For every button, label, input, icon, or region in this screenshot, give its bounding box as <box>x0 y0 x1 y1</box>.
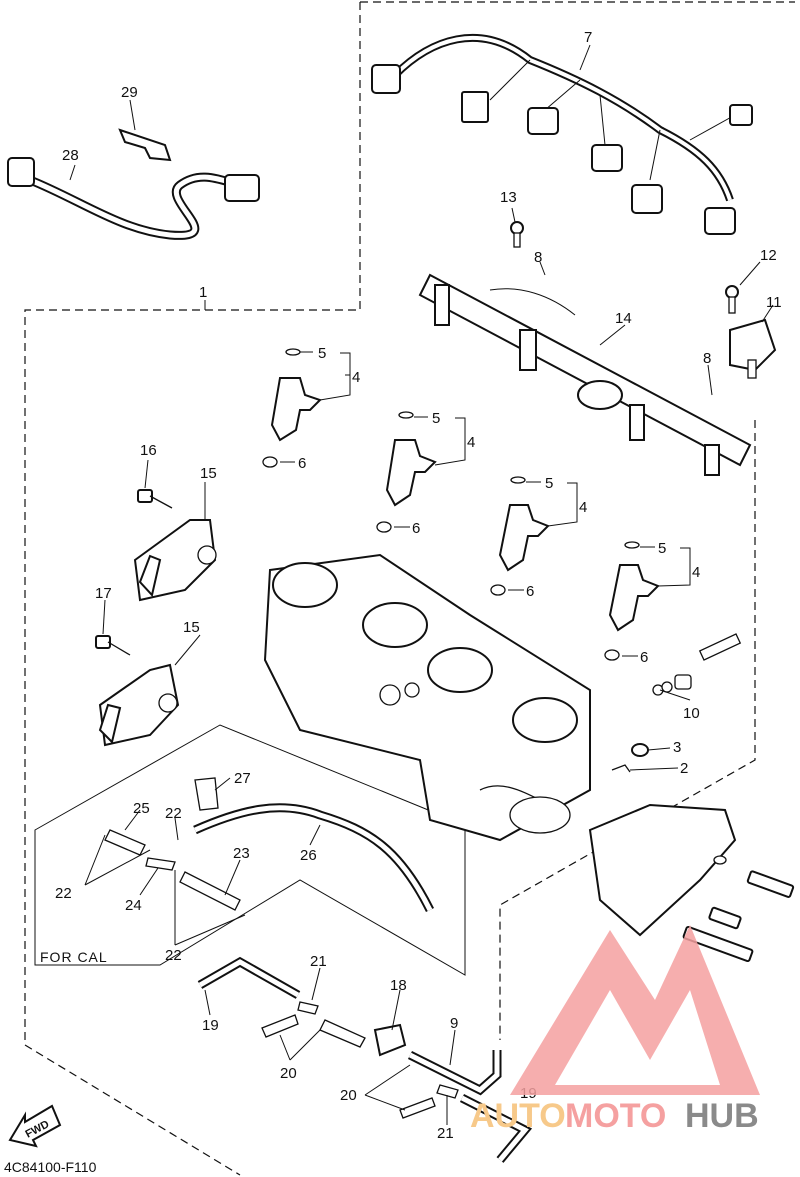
joint-21a <box>297 1001 319 1015</box>
fuel-rail-14 <box>418 273 752 476</box>
injector-4a <box>262 348 322 468</box>
diagram-code: 4C84100-F110 <box>4 1159 97 1175</box>
callout-9: 9 <box>450 1015 458 1032</box>
hose-26 <box>193 803 435 913</box>
callout-22b: 22 <box>165 805 182 822</box>
callout-5b: 5 <box>432 410 440 427</box>
bolt-long-b <box>682 925 754 963</box>
callout-7: 7 <box>584 29 592 46</box>
bolt-short <box>708 906 742 930</box>
leader-lines <box>69 44 774 1125</box>
clip-2 <box>611 764 631 773</box>
screw-16 <box>137 489 173 509</box>
callout-15a: 15 <box>200 465 217 482</box>
sensor-15a <box>133 519 217 602</box>
callout-6a: 6 <box>298 455 306 472</box>
hose-25 <box>104 829 146 856</box>
for-cal-box: FOR CAL <box>34 724 466 976</box>
callout-16: 16 <box>140 442 157 459</box>
callout-8b: 8 <box>703 350 711 367</box>
wire-harness-7 <box>371 33 753 235</box>
watermark-logo-mark <box>510 925 760 1095</box>
callout-21a: 21 <box>310 953 327 970</box>
watermark-text-auto: AUTO <box>470 1097 566 1135</box>
hose-20a <box>261 1014 366 1048</box>
callout-8a: 8 <box>534 249 542 266</box>
callout-5c: 5 <box>545 475 553 492</box>
injector-4b <box>376 411 437 533</box>
callout-20b: 20 <box>340 1087 357 1104</box>
callouts: 1 2 3 4 4 4 4 5 5 5 5 6 6 6 6 7 8 8 9 10… <box>55 29 782 1142</box>
screw-set-10 <box>652 633 742 696</box>
joint-24 <box>145 857 176 871</box>
for-cal-label: FOR CAL <box>40 949 108 965</box>
callout-5a: 5 <box>318 345 326 362</box>
joint-21b <box>436 1084 459 1099</box>
callout-25: 25 <box>133 800 150 817</box>
callout-22a: 22 <box>55 885 72 902</box>
throttle-body <box>263 553 591 842</box>
callout-21b: 21 <box>437 1125 454 1142</box>
callout-17: 17 <box>95 585 112 602</box>
callout-28: 28 <box>62 147 79 164</box>
bolt-long-a <box>746 870 795 898</box>
callout-2: 2 <box>680 760 688 777</box>
hose-9 <box>407 1050 502 1096</box>
callout-4b: 4 <box>467 434 475 451</box>
callout-3: 3 <box>673 739 681 756</box>
callout-22c: 22 <box>165 947 182 964</box>
callout-10: 10 <box>683 705 700 722</box>
callout-4a: 4 <box>352 369 360 386</box>
callout-6d: 6 <box>640 649 648 666</box>
callout-24: 24 <box>125 897 142 914</box>
hose-19b <box>459 1093 533 1163</box>
callout-6c: 6 <box>526 583 534 600</box>
screw-12 <box>725 285 739 314</box>
injector-4c <box>490 476 550 596</box>
callout-11: 11 <box>766 294 782 311</box>
callout-15b: 15 <box>183 619 200 636</box>
screw-17 <box>95 635 131 656</box>
callout-4c: 4 <box>579 499 587 516</box>
callout-4d: 4 <box>692 564 700 581</box>
callout-26: 26 <box>300 847 317 864</box>
callout-19a: 19 <box>202 1017 219 1034</box>
fwd-arrow: FWD <box>8 1104 62 1148</box>
callout-18: 18 <box>390 977 407 994</box>
watermark-text-hub: HUB <box>685 1097 759 1135</box>
clip-29 <box>118 128 172 162</box>
throttle-cover <box>588 803 737 937</box>
watermark: AUTO MOTO HUB <box>470 925 760 1135</box>
callout-20a: 20 <box>280 1065 297 1082</box>
bracket-11 <box>729 318 777 379</box>
callout-29: 29 <box>121 84 138 101</box>
callout-13: 13 <box>500 189 517 206</box>
screw-13 <box>510 221 524 248</box>
injector-4d <box>604 541 660 661</box>
hose-20b <box>399 1097 436 1119</box>
hose-19a <box>197 956 301 999</box>
callout-5d: 5 <box>658 540 666 557</box>
watermark-text-moto: MOTO <box>565 1097 666 1135</box>
wire-harness-28 <box>7 157 260 240</box>
clip-27 <box>194 777 219 811</box>
callout-1: 1 <box>199 284 207 301</box>
hose-23 <box>179 871 241 911</box>
callout-27: 27 <box>234 770 251 787</box>
union-18 <box>373 1023 407 1057</box>
callout-14: 14 <box>615 310 632 327</box>
callout-12: 12 <box>760 247 777 264</box>
callout-23: 23 <box>233 845 250 862</box>
cap-3 <box>631 743 649 757</box>
callout-6b: 6 <box>412 520 420 537</box>
sensor-15b <box>98 663 180 747</box>
